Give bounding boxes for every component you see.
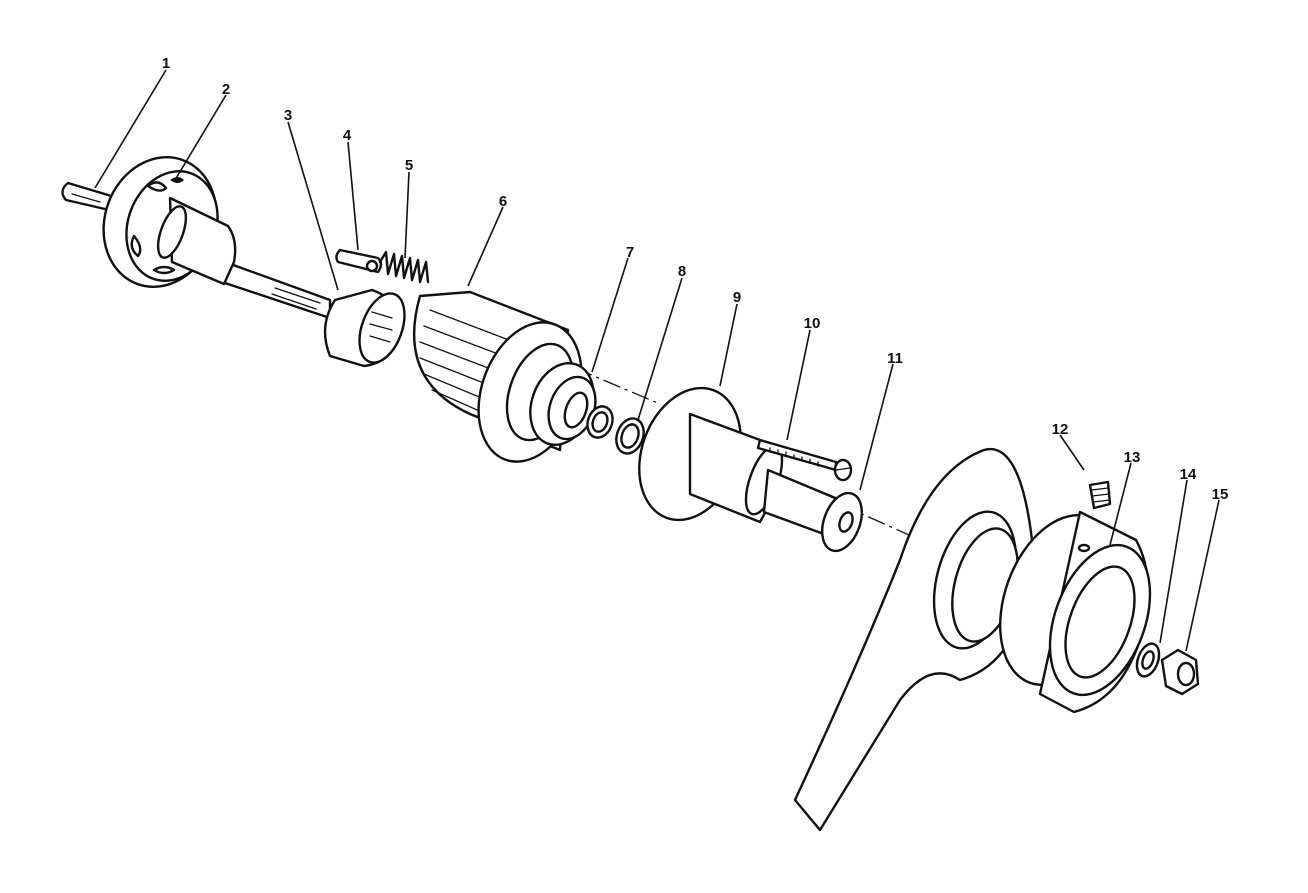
part-8-washer bbox=[615, 417, 645, 455]
part-3-bearing bbox=[323, 288, 406, 368]
callout-labels: 1 2 3 4 5 6 7 8 9 10 11 12 13 14 15 bbox=[162, 55, 1229, 503]
part-12-set-screw bbox=[1088, 480, 1112, 510]
callout-10: 10 bbox=[804, 315, 821, 332]
callout-2: 2 bbox=[222, 81, 230, 98]
callout-7: 7 bbox=[626, 244, 634, 261]
callout-3: 3 bbox=[284, 107, 292, 124]
callout-14: 14 bbox=[1180, 466, 1197, 483]
callout-6: 6 bbox=[499, 193, 507, 210]
part-14-washer bbox=[1135, 642, 1161, 678]
callout-13: 13 bbox=[1124, 449, 1141, 466]
part-7-bearing bbox=[529, 362, 614, 446]
callout-11: 11 bbox=[887, 350, 903, 367]
callout-1: 1 bbox=[162, 55, 170, 72]
part-2-flange-hub bbox=[102, 155, 237, 289]
part-5-spring bbox=[378, 250, 430, 284]
leader-lines bbox=[94, 69, 1220, 652]
callout-9: 9 bbox=[733, 289, 741, 306]
callout-5: 5 bbox=[405, 157, 413, 174]
callout-15: 15 bbox=[1212, 486, 1229, 503]
part-15-hex-nut bbox=[1160, 648, 1200, 696]
part-4-pin bbox=[335, 248, 383, 274]
part-10-screw bbox=[756, 438, 853, 482]
callout-8: 8 bbox=[678, 263, 686, 280]
callout-12: 12 bbox=[1052, 421, 1069, 438]
part-9-flanged-spacer bbox=[638, 386, 863, 553]
part-13-collar bbox=[998, 510, 1152, 714]
callout-4: 4 bbox=[343, 127, 352, 144]
